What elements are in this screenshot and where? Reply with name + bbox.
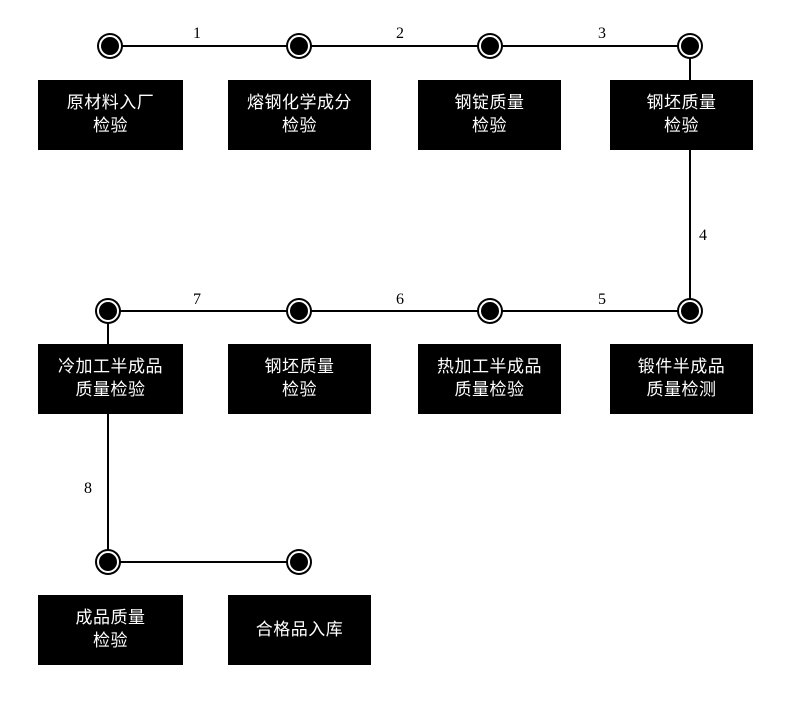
edge-label-7: 7 [193,291,201,308]
event-node-n9[interactable] [97,551,119,573]
activity-box-b3[interactable]: 钢锭质量 检验 [418,80,561,150]
edge-label-8: 8 [84,480,92,497]
activity-box-b1[interactable]: 原材料入厂 检验 [38,80,183,150]
event-node-n10[interactable] [288,551,310,573]
event-node-n4[interactable] [679,35,701,57]
edge-label-6: 6 [396,291,404,308]
edge-label-2: 2 [396,25,404,42]
event-node-n6[interactable] [479,300,501,322]
activity-box-b10[interactable]: 合格品入库 [228,595,371,665]
activity-box-b9[interactable]: 成品质量 检验 [38,595,183,665]
activity-box-b5[interactable]: 冷加工半成品 质量检验 [38,344,183,414]
activity-box-b7[interactable]: 热加工半成品 质量检验 [418,344,561,414]
event-node-n5[interactable] [679,300,701,322]
edge-label-1: 1 [193,25,201,42]
edge-label-4: 4 [699,227,707,244]
event-node-n3[interactable] [479,35,501,57]
event-node-n1[interactable] [99,35,121,57]
edge-label-3: 3 [598,25,606,42]
event-node-n8[interactable] [97,300,119,322]
activity-box-b2[interactable]: 熔钢化学成分 检验 [228,80,371,150]
activity-box-b8[interactable]: 锻件半成品 质量检测 [610,344,753,414]
edge-label-5: 5 [598,291,606,308]
activity-box-b4[interactable]: 钢坯质量 检验 [610,80,753,150]
event-node-n7[interactable] [288,300,310,322]
activity-box-b6[interactable]: 钢坯质量 检验 [228,344,371,414]
event-node-n2[interactable] [288,35,310,57]
